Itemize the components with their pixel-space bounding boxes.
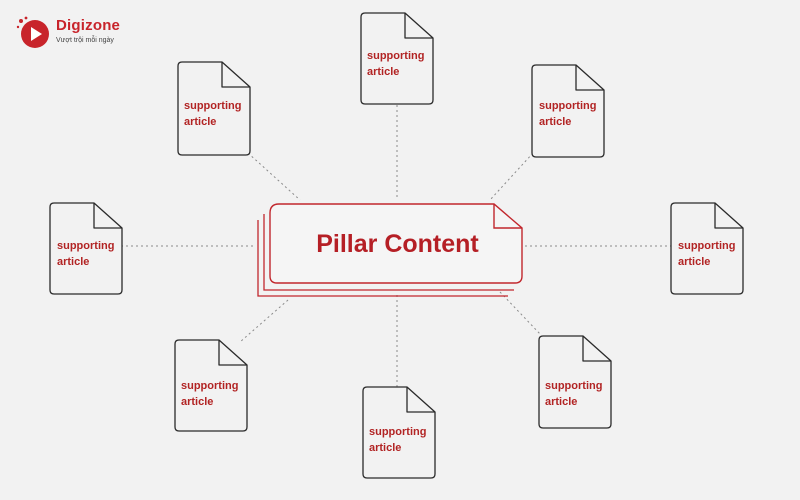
pillar-card-fold xyxy=(493,204,522,229)
doc-right xyxy=(670,202,744,295)
doc-label-line1: supporting xyxy=(367,50,425,62)
doc-lower-right-label: supporting article xyxy=(545,378,602,410)
doc-upper-right xyxy=(531,64,605,158)
connector-lower-right xyxy=(499,291,542,336)
doc-label-line1: supporting xyxy=(184,100,242,112)
connector-upper-left xyxy=(247,152,301,201)
doc-label-line2: article xyxy=(184,116,217,128)
doc-label-line1: supporting xyxy=(369,426,427,438)
doc-label-line1: supporting xyxy=(539,100,597,112)
doc-top xyxy=(360,12,434,105)
doc-bottom-label: supporting article xyxy=(369,424,426,456)
doc-label-line2: article xyxy=(369,442,402,454)
pillar-card xyxy=(257,203,523,297)
doc-label-line2: article xyxy=(545,396,578,408)
doc-upper-right-label: supporting article xyxy=(539,98,596,130)
doc-lower-right xyxy=(538,335,612,429)
connector-upper-right xyxy=(489,152,534,201)
pillar-title: Pillar Content xyxy=(316,230,479,258)
doc-label-line2: article xyxy=(181,396,214,408)
pillar-card-front xyxy=(269,203,523,284)
doc-label-line1: supporting xyxy=(57,240,115,252)
doc-label-line1: supporting xyxy=(545,380,603,392)
doc-left xyxy=(49,202,123,295)
doc-lower-left-label: supporting article xyxy=(181,378,238,410)
doc-upper-left xyxy=(177,61,251,156)
play-logo-icon xyxy=(16,16,49,48)
pillar-card-back-1 xyxy=(263,214,514,291)
brand-name: Digizone xyxy=(56,17,121,34)
doc-top-label: supporting article xyxy=(367,48,424,80)
doc-label-line2: article xyxy=(367,66,400,78)
doc-upper-left-label: supporting article xyxy=(184,98,241,130)
pillar-card-back-2 xyxy=(257,220,508,297)
doc-label-line2: article xyxy=(57,256,90,268)
brand-tagline: Vượt trội mỗi ngày xyxy=(56,37,114,44)
connector-lower-left xyxy=(239,299,289,343)
doc-lower-left xyxy=(174,339,248,432)
doc-left-label: supporting article xyxy=(57,238,114,270)
doc-label-line1: supporting xyxy=(181,380,239,392)
doc-label-line2: article xyxy=(539,116,572,128)
doc-label-line2: article xyxy=(678,256,711,268)
doc-label-line1: supporting xyxy=(678,240,736,252)
brand-logo: Digizone Vượt trội mỗi ngày xyxy=(14,10,124,54)
doc-bottom xyxy=(362,386,436,479)
doc-right-label: supporting article xyxy=(678,238,735,270)
